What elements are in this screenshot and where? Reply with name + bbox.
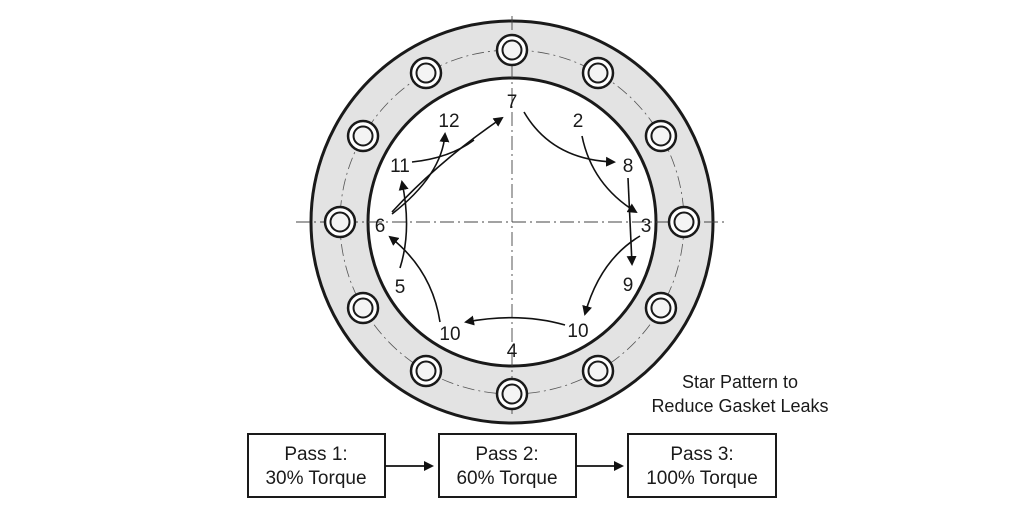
seq-label-7: 7 <box>507 92 518 113</box>
bolt-hole <box>644 119 678 153</box>
torque-pass-flow: Pass 1: 30% Torque Pass 2: 60% Torque Pa… <box>247 433 777 498</box>
arrow-3-to-10 <box>582 235 641 316</box>
seq-label-6: 6 <box>375 216 386 237</box>
caption-line-2: Reduce Gasket Leaks <box>651 396 828 416</box>
pass-1-title: Pass 1: <box>284 444 347 465</box>
bolt-hole <box>581 354 615 388</box>
bolt-hole <box>495 33 529 67</box>
pass-2-torque: 60% Torque <box>456 468 557 489</box>
seq-label-2: 2 <box>573 111 584 132</box>
seq-label-10-right: 10 <box>567 321 588 342</box>
arrow-2-to-3 <box>581 135 638 214</box>
pass-1-torque: 30% Torque <box>265 468 366 489</box>
bolt-holes <box>323 33 701 411</box>
bolt-hole <box>581 56 615 90</box>
seq-label-3: 3 <box>641 216 652 237</box>
seq-label-8: 8 <box>623 156 634 177</box>
seq-label-9: 9 <box>623 275 634 296</box>
flange <box>296 16 728 425</box>
bolt-hole <box>346 291 380 325</box>
sequence-labels: 7 2 8 3 9 10 4 10 5 6 11 12 <box>375 92 652 362</box>
arrow-6-to-11 <box>391 132 450 215</box>
pass-2-title: Pass 2: <box>475 444 538 465</box>
arrow-5-to-11 <box>398 180 409 269</box>
arrow-10-to-10 <box>464 315 566 326</box>
arrow-11-to-7 <box>411 139 475 163</box>
bolt-hole <box>644 291 678 325</box>
pass-1-box: Pass 1: 30% Torque <box>247 433 386 498</box>
seq-label-11: 11 <box>390 156 410 177</box>
sequence-arrows <box>388 111 641 326</box>
bolt-hole <box>667 205 701 239</box>
arrow-8-to-9 <box>626 177 637 266</box>
pass-3-box: Pass 3: 100% Torque <box>627 433 777 498</box>
pass-2-box: Pass 2: 60% Torque <box>438 433 577 498</box>
pass-3-torque: 100% Torque <box>646 468 758 489</box>
bolt-hole <box>409 56 443 90</box>
seq-label-4: 4 <box>507 341 518 362</box>
bolt-hole <box>495 377 529 411</box>
bolt-hole <box>409 354 443 388</box>
diagram-caption: Star Pattern to Reduce Gasket Leaks <box>651 372 828 416</box>
arrow-7-to-8 <box>523 111 616 167</box>
bolt-hole <box>346 119 380 153</box>
bolt-hole <box>323 205 357 239</box>
pass-3-title: Pass 3: <box>670 444 733 465</box>
seq-label-5: 5 <box>395 277 406 298</box>
seq-label-12: 12 <box>438 111 459 132</box>
seq-label-10-left: 10 <box>439 324 460 345</box>
arrow-6-to-7 <box>391 116 504 213</box>
caption-line-1: Star Pattern to <box>682 372 798 392</box>
arrow-10-to-6 <box>388 235 441 323</box>
